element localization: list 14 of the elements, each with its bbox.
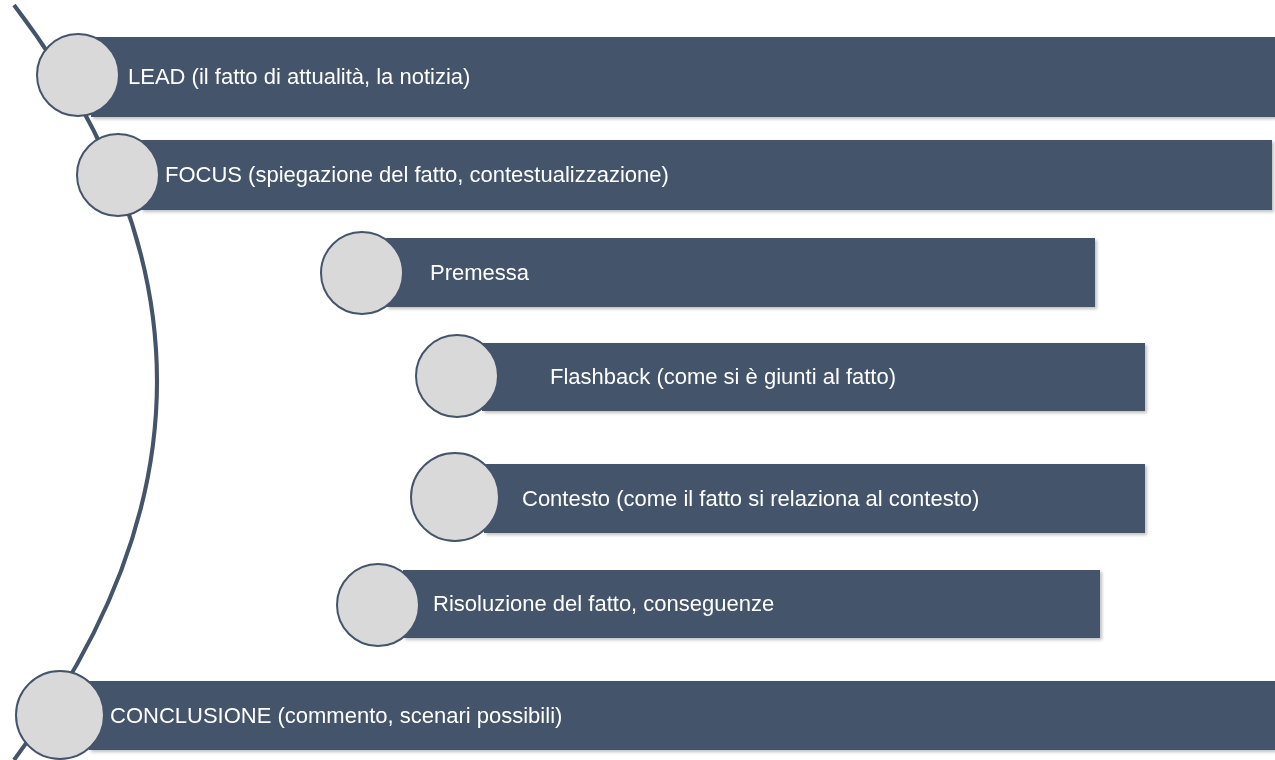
label-bar xyxy=(386,238,1095,307)
bar-label: Premessa xyxy=(430,259,530,286)
label-bar xyxy=(141,140,1272,210)
bar-label: LEAD (il fatto di attualità, la notizia) xyxy=(128,64,471,90)
label-bar xyxy=(482,343,1145,411)
bar-label: Risoluzione del fatto, conseguenze xyxy=(433,591,775,617)
bar-label: FOCUS (spiegazione del fatto, contestualizzazione) xyxy=(165,162,669,188)
bar-label: CONCLUSIONE (commento, scenari possibili) xyxy=(110,702,563,729)
label-bar xyxy=(91,37,1275,117)
label-bar xyxy=(89,681,1275,750)
label-bar xyxy=(403,570,1100,638)
bar-label: Flashback (come si è giunti al fatto) xyxy=(550,364,897,390)
bar-label: Contesto (come il fatto si relaziona al contesto) xyxy=(522,485,980,512)
label-bar xyxy=(484,464,1145,533)
